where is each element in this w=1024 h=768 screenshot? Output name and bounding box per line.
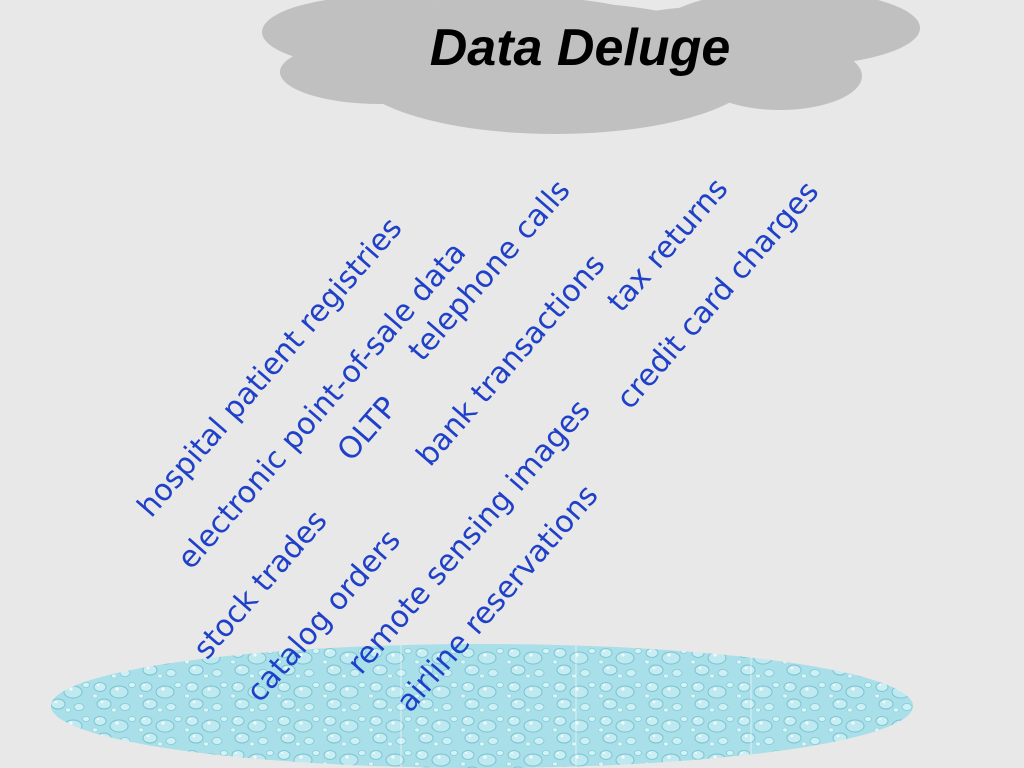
diagram-title: Data Deluge — [429, 19, 731, 77]
water-puddle-icon — [51, 644, 913, 768]
cloud-icon — [262, 0, 920, 134]
